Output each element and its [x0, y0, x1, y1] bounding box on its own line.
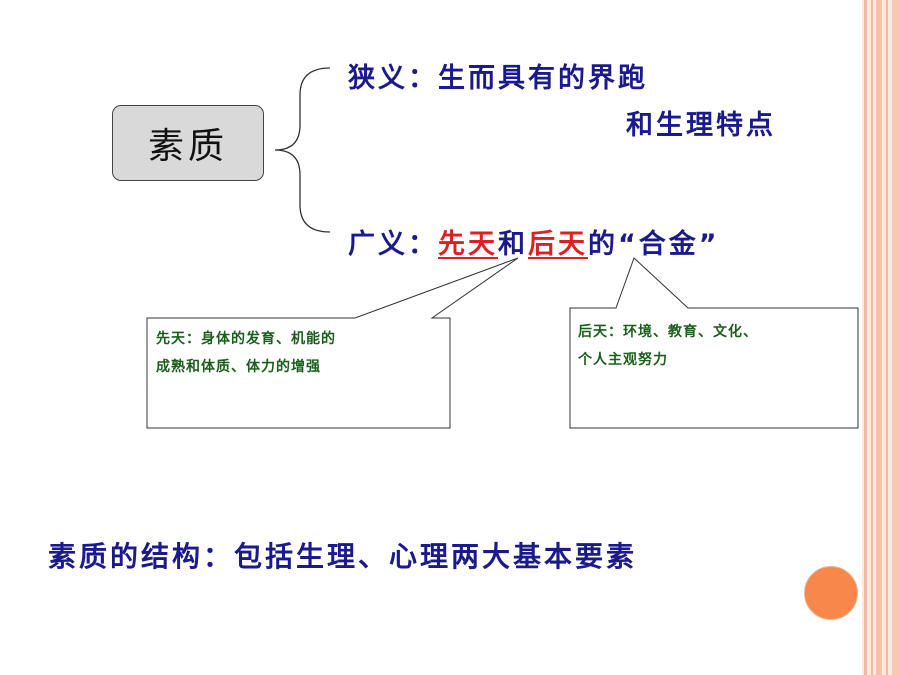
broad-suffix: 的“合金” [588, 229, 720, 260]
innate-term: 先天 [438, 229, 498, 260]
callout-innate-line2: 成熟和体质、体力的增强 [156, 359, 321, 375]
callout-acquired-line2: 个人主观努力 [578, 352, 668, 368]
side-stripes-decoration [862, 0, 900, 675]
broad-definition: 广义：先天和后天的“合金” [348, 222, 720, 261]
concept-box-suzhi: 素质 [112, 105, 264, 181]
narrow-definition-line2: 和生理特点 [626, 110, 776, 141]
callout-acquired-bubble [569, 257, 859, 429]
orange-circle-decoration [804, 566, 858, 620]
broad-and: 和 [498, 229, 528, 260]
structure-statement: 素质的结构：包括生理、心理两大基本要素 [48, 540, 638, 573]
callout-innate-text: 先天：身体的发育、机能的 成熟和体质、体力的增强 [156, 325, 336, 381]
callout-innate-bubble [146, 257, 519, 429]
concept-label: 素质 [147, 126, 228, 167]
callout-acquired-text: 后天：环境、教育、文化、 个人主观努力 [578, 318, 758, 374]
acquired-term: 后天 [528, 229, 588, 260]
callout-innate-line1: 先天：身体的发育、机能的 [156, 331, 336, 347]
narrow-definition-line1: 狭义：生而具有的界跑 [348, 63, 648, 94]
curly-brace [274, 67, 331, 233]
callout-acquired-line1: 后天：环境、教育、文化、 [578, 324, 758, 340]
broad-prefix: 广义： [348, 229, 438, 260]
